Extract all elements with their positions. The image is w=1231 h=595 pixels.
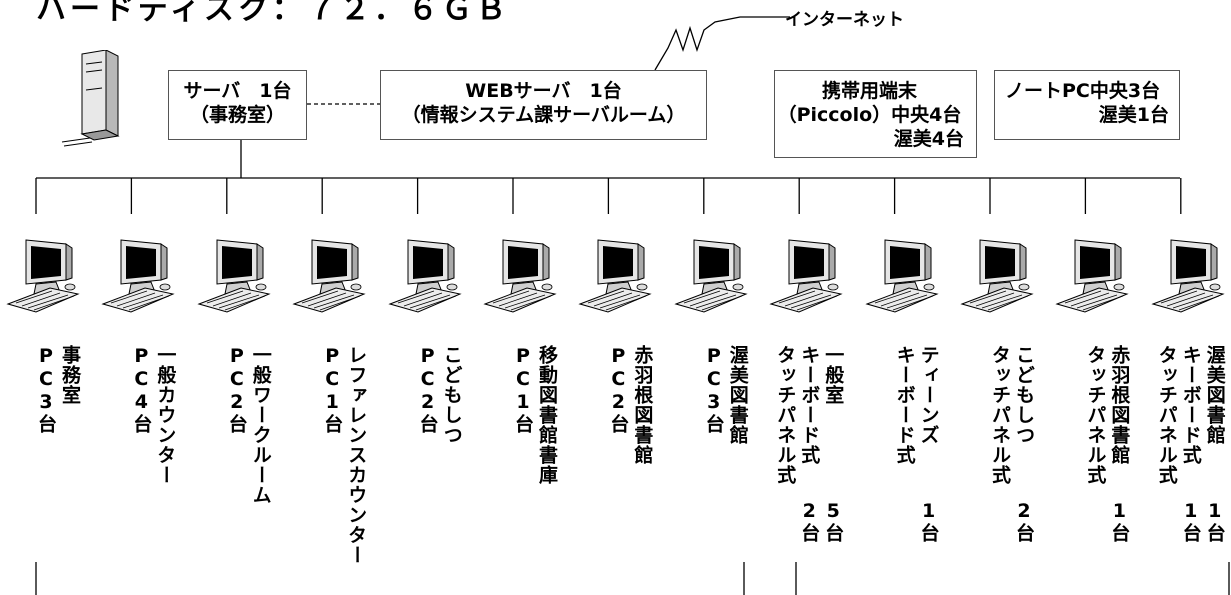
- computer-icon: [101, 238, 176, 314]
- terminal-label-column: 渥美図書館: [726, 345, 749, 445]
- server-box-line1: サーバ 1台: [183, 80, 292, 102]
- terminal-count: 1台: [1108, 500, 1131, 543]
- mobile-box-line3: 渥美4台: [893, 128, 964, 150]
- terminal-label-column: 赤羽根図書館: [1108, 345, 1131, 465]
- terminal-label-column: キーボード式: [893, 345, 916, 465]
- terminal-label-column: 移動図書館書庫: [536, 345, 558, 485]
- terminal-label: ティーンズキーボード式: [893, 345, 940, 465]
- terminal-label-column: PC3台: [702, 345, 725, 434]
- computer-icon: [197, 238, 271, 314]
- terminal-count-value: 2台: [798, 500, 821, 543]
- computer-icon: [1055, 238, 1130, 314]
- terminal-label: 渥美図書館キーボード式タッチパネル式: [1155, 345, 1226, 485]
- internet-link: [654, 16, 790, 71]
- terminal-label-column: 事務室: [59, 345, 81, 405]
- mobile-box-line1: 携帯用端末: [821, 80, 917, 102]
- computer-icon: [865, 238, 939, 314]
- server-box: サーバ 1台 （事務室）: [168, 70, 307, 140]
- computer-icon: [674, 238, 748, 314]
- terminal-label: 一般室キーボード式タッチパネル式: [774, 345, 845, 485]
- terminal-label-column: 渥美図書館: [1203, 345, 1226, 445]
- terminal-label-column: PC2台: [225, 345, 248, 434]
- web-server-box: WEBサーバ 1台 （情報システム課サーバルーム）: [380, 70, 707, 140]
- server-box-line2: （事務室）: [189, 104, 285, 126]
- computer-icon: [960, 238, 1034, 314]
- terminal-count-value: 1台: [1179, 500, 1202, 543]
- terminal-label-column: タッチパネル式: [1084, 345, 1107, 485]
- terminal-label-column: タッチパネル式: [989, 345, 1011, 485]
- notepc-box-line2: 渥美1台: [1098, 104, 1169, 126]
- bus-drops: [35, 178, 1182, 214]
- terminal-label-column: 一般カウンター: [154, 345, 177, 485]
- terminal-label-column: タッチパネル式: [1155, 345, 1178, 485]
- terminal-label-column: ティーンズ: [917, 345, 940, 445]
- web-box-line1: WEBサーバ 1台: [465, 80, 622, 102]
- terminal-count-value: 5台: [822, 500, 845, 543]
- mobile-box-line2: （Piccolo）中央4台: [777, 104, 962, 126]
- terminal-count: 2台: [1013, 500, 1035, 543]
- terminal-label-column: 赤羽根図書館: [631, 345, 654, 465]
- mobile-terminal-box: 携帯用端末 （Piccolo）中央4台 渥美4台: [774, 70, 977, 158]
- terminal-label-column: PC3台: [35, 345, 57, 434]
- internet-label: インターネット: [785, 10, 904, 30]
- terminal-label-column: 一般ワークルーム: [249, 345, 272, 505]
- terminal-label-column: PC1台: [512, 345, 534, 434]
- terminal-count: 1台: [917, 500, 940, 543]
- terminal-label: こどもしつタッチパネル式: [989, 345, 1035, 485]
- computer-icon: [1151, 238, 1225, 314]
- terminal-label-column: キーボード式: [1179, 345, 1202, 465]
- terminal-label-column: 一般室: [822, 345, 845, 405]
- computer-icon: [578, 238, 653, 314]
- computer-icon: [292, 238, 366, 314]
- terminal-label-column: タッチパネル式: [774, 345, 797, 485]
- terminal-count-value: 2台: [1013, 500, 1035, 543]
- terminal-label-column: PC1台: [321, 345, 344, 434]
- terminal-label-column: レファレンスカウンター: [345, 345, 368, 565]
- terminal-label-column: こどもしつ: [440, 345, 463, 445]
- server-tower-icon: [61, 50, 120, 147]
- terminal-count-value: 1台: [1108, 500, 1131, 543]
- terminal-label-column: PC4台: [130, 345, 153, 434]
- terminal-count-value: 1台: [917, 500, 940, 543]
- terminal-label-column: PC2台: [416, 345, 439, 434]
- page-title: ハードディスク：７２．６ＧＢ: [36, 0, 510, 27]
- terminal-label-column: こどもしつ: [1013, 345, 1035, 445]
- terminal-label-column: PC2台: [607, 345, 630, 434]
- computer-icon: [388, 238, 462, 314]
- computer-icon: [483, 238, 557, 314]
- computer-icon: [6, 238, 80, 314]
- notepc-box-line1: ノートPC中央3台: [1005, 80, 1161, 102]
- computer-icon: [769, 238, 843, 314]
- notepc-box: ノートPC中央3台 渥美1台: [994, 70, 1180, 140]
- terminal-count-value: 1台: [1203, 500, 1226, 543]
- terminal-label: 赤羽根図書館タッチパネル式: [1084, 345, 1131, 485]
- web-box-line2: （情報システム課サーバルーム）: [401, 104, 686, 126]
- terminal-label-column: キーボード式: [798, 345, 821, 465]
